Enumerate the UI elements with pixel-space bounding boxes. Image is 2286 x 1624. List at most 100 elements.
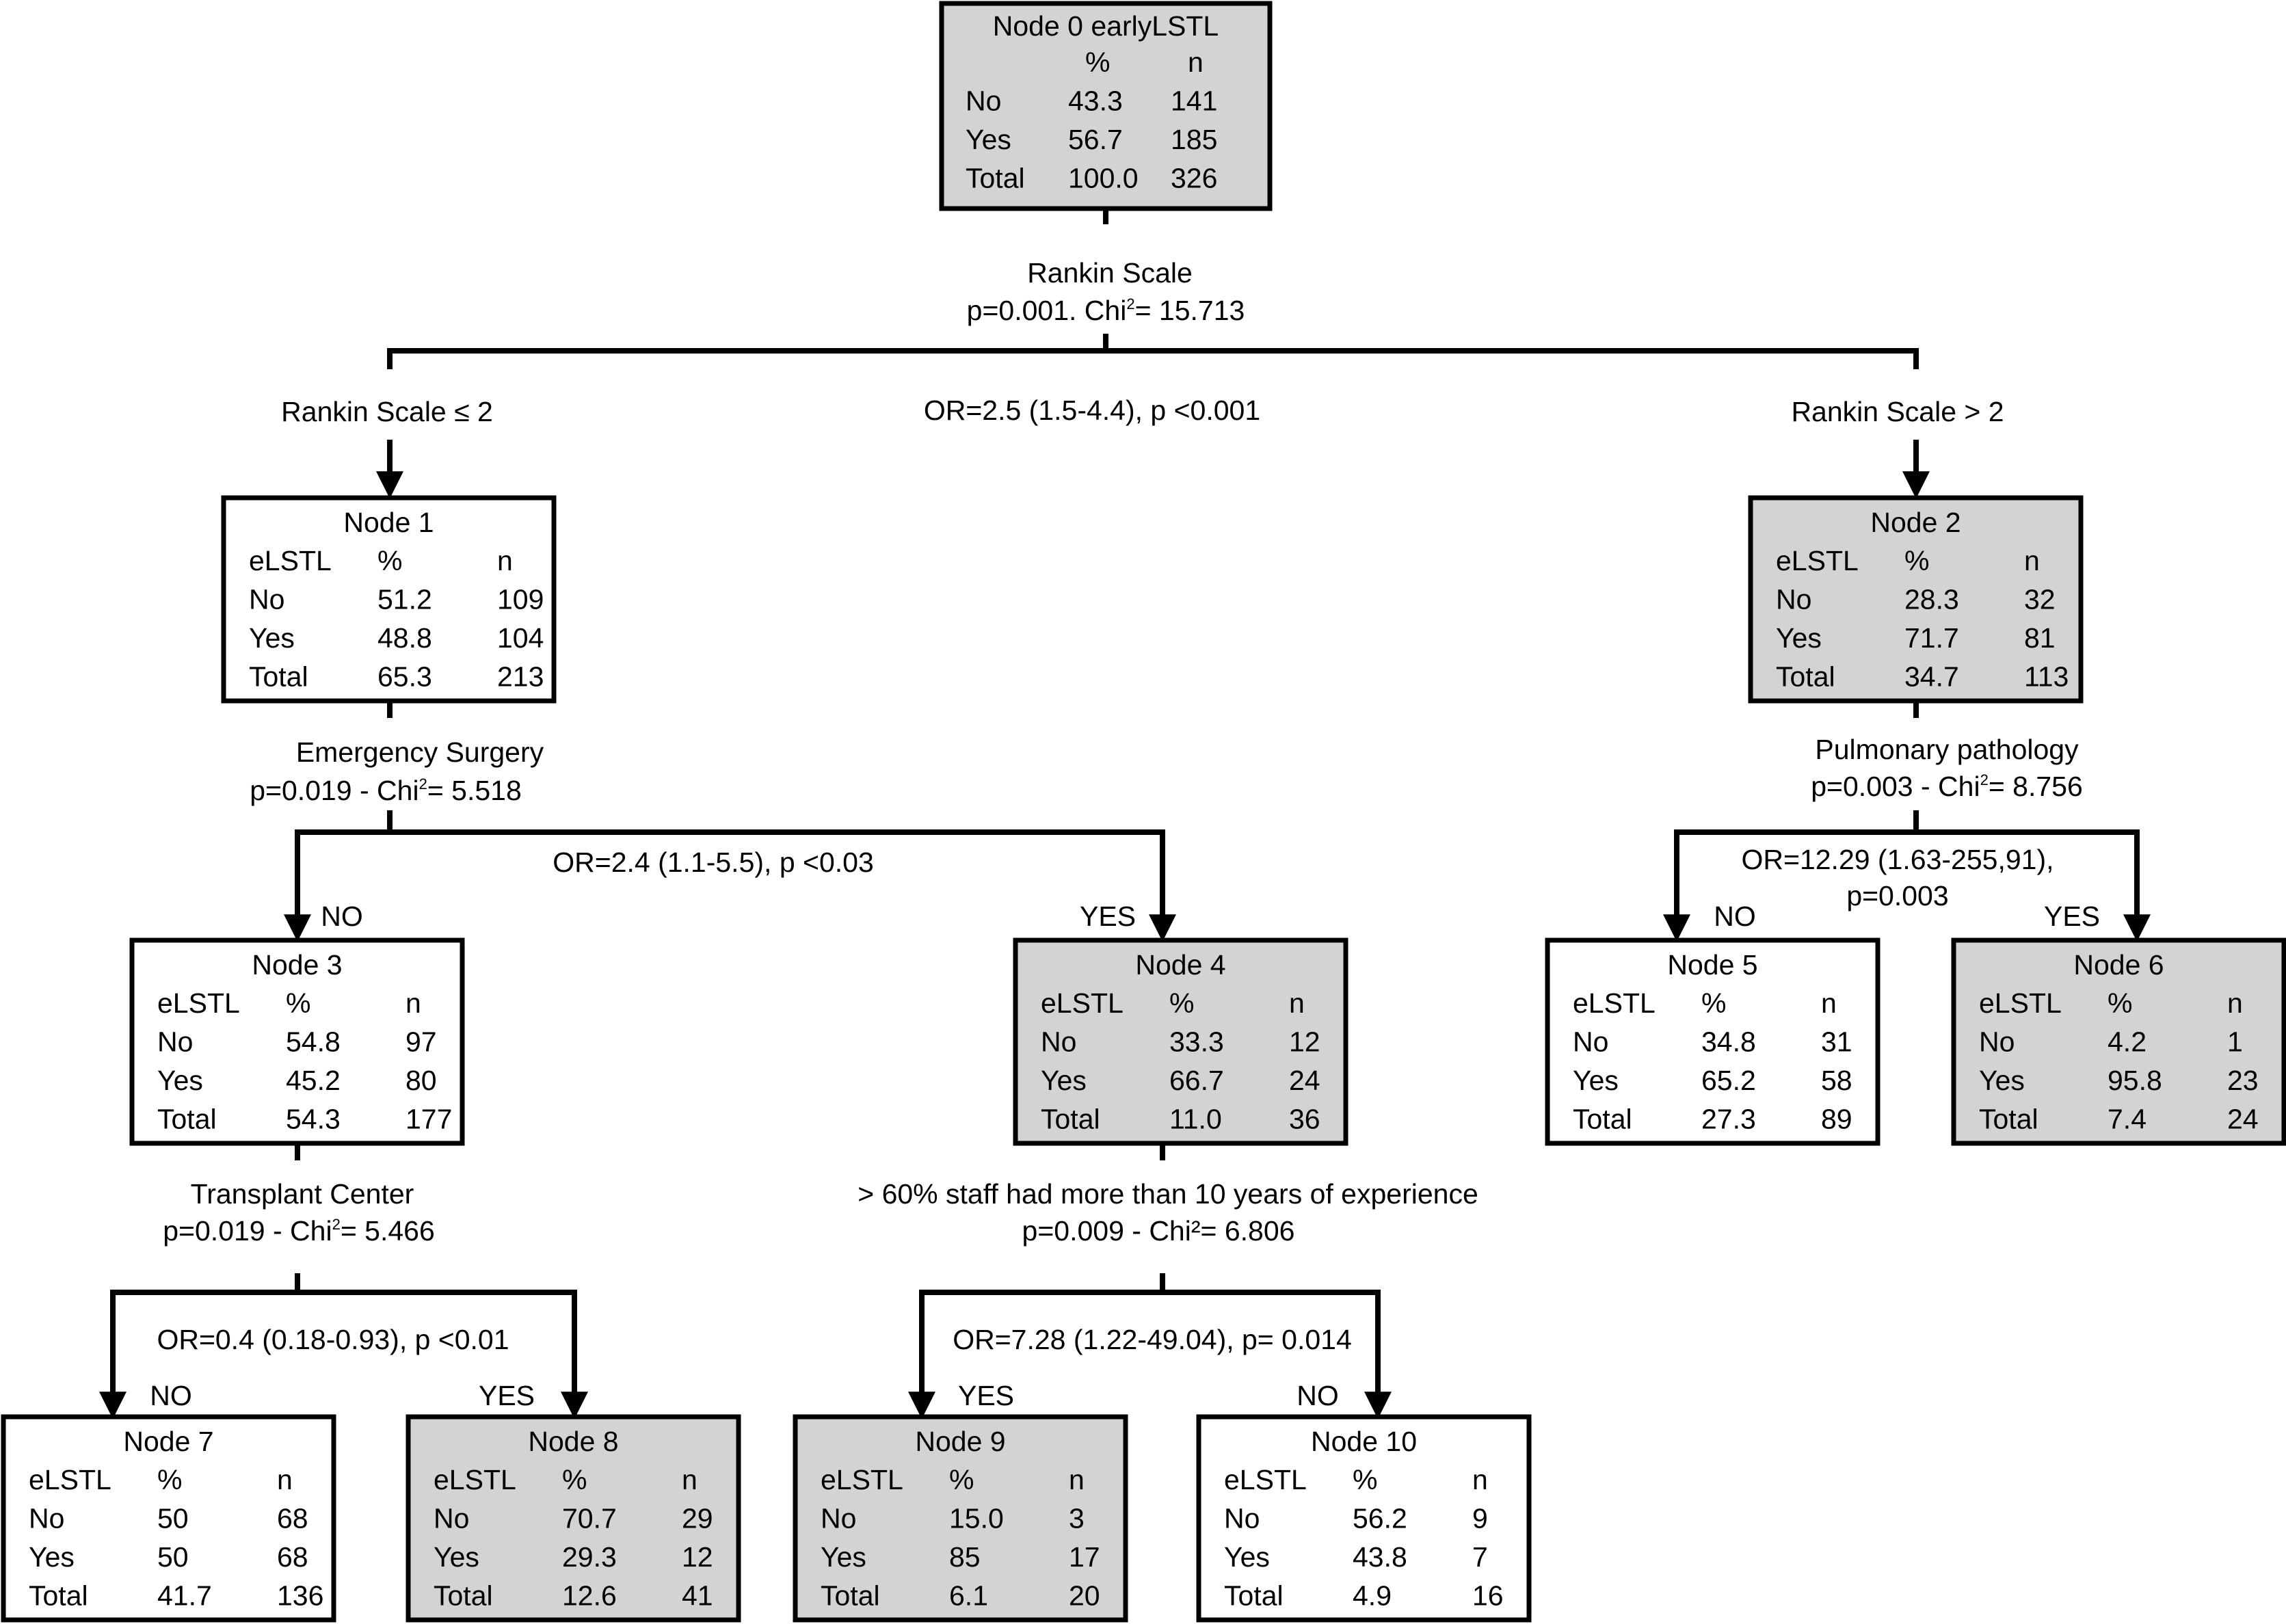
node-cell-count: 109 — [497, 584, 544, 615]
node-cell-count: 17 — [1069, 1541, 1100, 1573]
node-cell-percent: 4.9 — [1353, 1580, 1392, 1612]
node-header-label: eLSTL — [157, 987, 240, 1019]
node-cell-percent: 70.7 — [562, 1503, 617, 1534]
node-header-count: n — [1821, 987, 1837, 1019]
node-cell-percent: 95.8 — [2108, 1065, 2162, 1096]
node-header-percent: % — [377, 545, 402, 576]
node-cell-percent: 50 — [157, 1541, 189, 1573]
node-box — [1013, 937, 1348, 1146]
node-header-percent: % — [1169, 987, 1194, 1019]
node-cell-label: No — [821, 1503, 856, 1534]
node-cell-percent: 85 — [949, 1541, 981, 1573]
split-odds-ratio: OR=0.4 (0.18-0.93), p <0.01 — [157, 1324, 509, 1355]
node-cell-percent: 50 — [157, 1503, 189, 1534]
node-title: Node 1 — [343, 507, 434, 538]
node-box — [129, 937, 465, 1146]
node-cell-label: Yes — [1224, 1541, 1270, 1573]
node-cell-count: 7 — [1472, 1541, 1488, 1573]
node-header-count: n — [277, 1464, 293, 1495]
node-title: Node 4 — [1135, 949, 1225, 981]
node-cell-label: Yes — [157, 1065, 203, 1096]
node-cell-label: Total — [29, 1580, 88, 1612]
node-cell-label: Total — [1573, 1104, 1632, 1135]
node-cell-percent: 27.3 — [1701, 1104, 1756, 1135]
node-header-count: n — [2024, 545, 2040, 576]
split-staff-experience: > 60% staff had more than 10 years of ex… — [858, 1178, 1478, 1411]
node-header-label: eLSTL — [434, 1464, 516, 1495]
node-title: Node 6 — [2073, 949, 2164, 981]
node-cell-label: Yes — [29, 1541, 75, 1573]
node-header-count: n — [406, 987, 421, 1019]
node-cell-percent: 56.7 — [1068, 124, 1123, 155]
node-cell-percent: 65.2 — [1701, 1065, 1756, 1096]
split-emergency-surgery: Emergency Surgery p=0.019 - Chi2= 5.518 … — [250, 736, 1136, 932]
node-header-count: n — [497, 545, 513, 576]
node-header-percent: % — [157, 1464, 182, 1495]
connector-node1-branch — [295, 829, 1165, 897]
node-cell-label: No — [1041, 1026, 1076, 1058]
node-cell-count: 80 — [406, 1065, 437, 1096]
node-box — [221, 495, 557, 704]
split-statistics: p=0.003 - Chi2= 8.756 — [1811, 771, 2083, 802]
node-cell-percent: 48.8 — [377, 622, 432, 654]
branch-label-right: YES — [479, 1380, 535, 1411]
node-header-percent: % — [562, 1464, 587, 1495]
split-rankin-scale: Rankin Scale p=0.001. Chi2= 15.713 OR=2.… — [281, 257, 2004, 427]
node-cell-label: Yes — [1573, 1065, 1619, 1096]
node-cell-count: 3 — [1069, 1503, 1085, 1534]
node-cell-percent: 51.2 — [377, 584, 432, 615]
node-cell-count: 326 — [1171, 163, 1217, 194]
node-cell-label: Total — [1224, 1580, 1284, 1612]
node-cell-count: 23 — [2227, 1065, 2259, 1096]
node-box — [1545, 937, 1880, 1146]
node-cell-percent: 54.8 — [286, 1026, 341, 1058]
node-cell-percent: 7.4 — [2108, 1104, 2147, 1135]
node-cell-label: No — [1224, 1503, 1260, 1534]
node-cell-count: 97 — [406, 1026, 437, 1058]
split-statistics: p=0.019 - Chi2= 5.466 — [163, 1215, 435, 1247]
node-cell-label: Total — [821, 1580, 880, 1612]
node-cell-label: Yes — [1979, 1065, 2025, 1096]
node-title: Node 10 — [1311, 1426, 1417, 1457]
split-variable: Pulmonary pathology — [1815, 734, 2079, 765]
node-cell-percent: 12.6 — [562, 1580, 617, 1612]
node-box — [793, 1414, 1128, 1623]
split-variable: Rankin Scale — [1027, 257, 1193, 289]
node-cell-percent: 28.3 — [1904, 584, 1959, 615]
node-header-label: eLSTL — [1224, 1464, 1307, 1495]
node-cell-percent: 6.1 — [949, 1580, 988, 1612]
node-header-percent: % — [949, 1464, 974, 1495]
node-cell-label: Total — [157, 1104, 217, 1135]
node-header-label: eLSTL — [1776, 545, 1859, 576]
node-header-percent: % — [1353, 1464, 1377, 1495]
node-cell-count: 24 — [2227, 1104, 2259, 1135]
node-cell-percent: 71.7 — [1904, 622, 1959, 654]
node-box — [939, 1, 1273, 211]
node-cell-count: 1 — [2227, 1026, 2243, 1058]
node-header-percent: % — [286, 987, 310, 1019]
node-cell-label: Total — [434, 1580, 493, 1612]
node-cell-percent: 29.3 — [562, 1541, 617, 1573]
node-cell-count: 177 — [406, 1104, 452, 1135]
split-variable: Transplant Center — [191, 1178, 414, 1210]
node-cell-label: Total — [249, 661, 308, 693]
split-odds-ratio: OR=2.4 (1.1-5.5), p <0.03 — [553, 847, 874, 878]
node-box — [1, 1414, 336, 1623]
split-variable: Emergency Surgery — [296, 736, 544, 768]
node-cell-percent: 11.0 — [1169, 1104, 1222, 1135]
node-cell-count: 104 — [497, 622, 544, 654]
node-cell-label: Total — [1041, 1104, 1100, 1135]
branch-label-left: Rankin Scale ≤ 2 — [281, 396, 493, 427]
node-cell-percent: 65.3 — [377, 661, 432, 693]
node-title: Node 7 — [123, 1426, 213, 1457]
node-box — [1748, 495, 2084, 704]
node-cell-label: Yes — [966, 124, 1011, 155]
node-cell-percent: 33.3 — [1169, 1026, 1224, 1058]
node-cell-count: 136 — [277, 1580, 323, 1612]
